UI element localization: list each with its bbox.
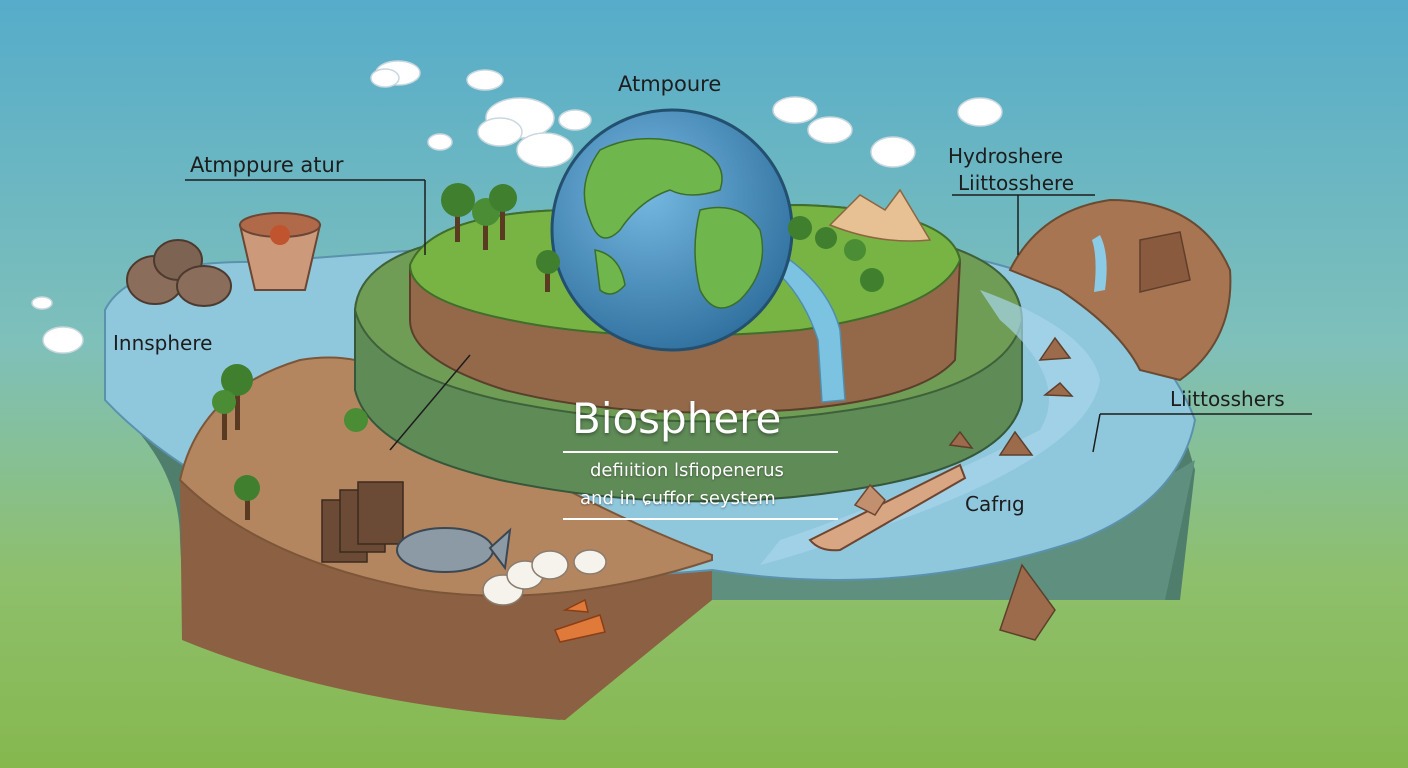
tree (489, 184, 517, 240)
lithosphere-land (178, 356, 713, 597)
crater-cup (238, 212, 322, 291)
tree (441, 183, 475, 242)
cloud (807, 116, 853, 144)
clouds (31, 60, 1003, 354)
waterfall (779, 258, 846, 403)
label-atmosphere-top: Atmpoure (618, 72, 722, 96)
mountains (828, 188, 932, 242)
leader-line (389, 354, 471, 451)
cloud (477, 97, 574, 168)
label-atmosphere: Atmppure atur (190, 153, 344, 177)
globe (550, 108, 794, 352)
soil-wall (180, 480, 712, 720)
cloud (957, 97, 1003, 127)
tree (344, 408, 368, 432)
cloud (466, 69, 504, 91)
tree (788, 216, 812, 240)
mushrooms (482, 549, 607, 606)
cloud (427, 133, 453, 151)
fish-fossil (396, 527, 512, 573)
carrots (553, 598, 606, 643)
diagram-subtitle-line2: and in ɕuffor seystem (580, 488, 776, 509)
rocks (948, 231, 1191, 641)
continent (594, 249, 626, 295)
diagram-subtitle-line1: defiıition lsfiopenerus (590, 460, 784, 481)
river (760, 290, 1100, 565)
label-innersphere: Innsphere (113, 331, 213, 355)
label-hydrosphere: Hydroshere (948, 144, 1064, 168)
cloud (31, 296, 53, 310)
label-lithosphere-right: Liittosshers (1170, 387, 1285, 411)
cloud (42, 326, 84, 354)
label-cafe: Cafrıg (965, 492, 1025, 516)
cloud (772, 96, 818, 124)
cloud (870, 136, 916, 168)
tree (815, 227, 837, 249)
tree (860, 268, 884, 292)
leader-lines (185, 179, 1312, 520)
continent (583, 137, 723, 239)
leader-line (1092, 413, 1101, 453)
diagram-title: Biosphere (572, 394, 782, 443)
tree (536, 250, 560, 292)
tree (234, 475, 260, 520)
boulders (126, 239, 232, 307)
boat (808, 463, 967, 552)
tree (212, 390, 236, 440)
tree (221, 364, 253, 430)
cloud (370, 60, 421, 88)
trees (212, 183, 884, 520)
continent (694, 206, 764, 309)
label-lithosphere-top: Liittosshere (958, 171, 1075, 195)
waterfall-right (1092, 235, 1107, 292)
tree (844, 239, 866, 261)
rock-slabs (321, 481, 404, 563)
cloud (558, 109, 592, 131)
